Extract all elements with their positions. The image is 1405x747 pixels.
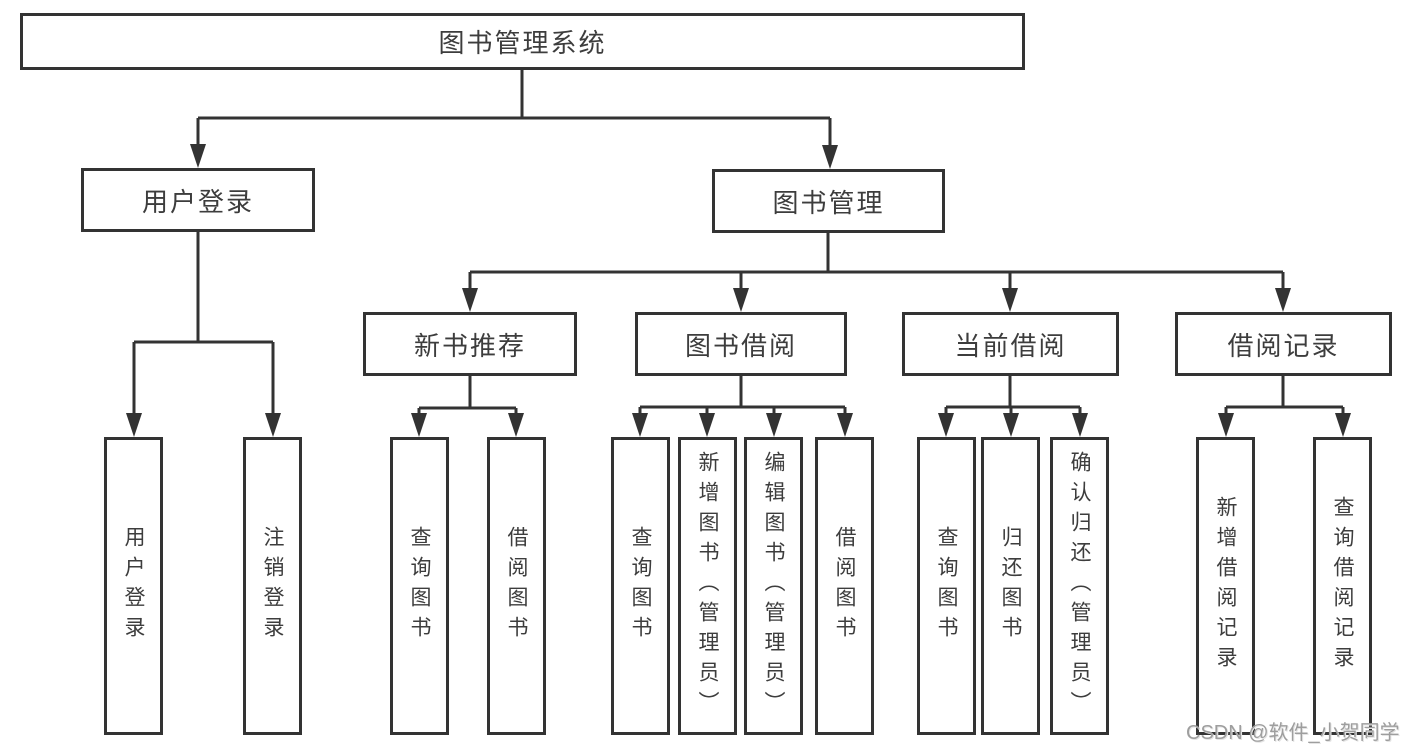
leaf-add-borrow-record-label: 新增借阅记录 — [1214, 496, 1237, 676]
arrow-down-icon — [1072, 413, 1088, 437]
node-root-label: 图书管理系统 — [438, 28, 607, 58]
leaf-borrow-books-label: 借阅图书 — [833, 526, 856, 646]
leaf-confirm-return-admin: 确认归还（管理员） — [1050, 437, 1109, 735]
leaf-newbook-borrow-books: 借阅图书 — [487, 437, 546, 735]
node-current-borrow: 当前借阅 — [902, 312, 1119, 376]
leaf-return-books: 归还图书 — [981, 437, 1040, 735]
arrow-down-icon — [1218, 413, 1234, 437]
node-book-mgmt: 图书管理 — [712, 169, 945, 233]
arrow-down-icon — [126, 413, 142, 437]
arrow-down-icon — [462, 288, 478, 312]
arrow-down-icon — [190, 144, 206, 168]
leaf-newbook-query-books: 查询图书 — [390, 437, 449, 735]
connector-current-borrow — [944, 376, 1082, 417]
node-book-borrow: 图书借阅 — [635, 312, 847, 376]
leaf-newbook-query-books-label: 查询图书 — [408, 526, 431, 646]
arrow-down-icon — [766, 413, 782, 437]
arrow-down-icon — [822, 145, 838, 169]
node-user-login: 用户登录 — [81, 168, 315, 232]
node-book-borrow-label: 图书借阅 — [684, 330, 797, 361]
arrow-down-icon — [411, 413, 427, 437]
node-new-book-rec-label: 新书推荐 — [413, 330, 526, 361]
node-borrow-records: 借阅记录 — [1175, 312, 1392, 376]
node-book-mgmt-label: 图书管理 — [772, 187, 885, 218]
connector-new-book — [417, 376, 518, 417]
leaf-user-login-label: 用户登录 — [122, 526, 145, 646]
watermark: CSDN @软件_小贺同学 — [1186, 722, 1400, 744]
node-borrow-records-label: 借阅记录 — [1227, 330, 1340, 361]
arrow-down-icon — [699, 413, 715, 437]
arrow-down-icon — [938, 413, 954, 437]
leaf-current-query-books-label: 查询图书 — [935, 526, 958, 646]
leaf-confirm-return-admin-label: 确认归还（管理员） — [1068, 451, 1091, 721]
connector-borrow-records — [1224, 376, 1345, 417]
node-new-book-rec: 新书推荐 — [363, 312, 577, 376]
arrow-down-icon — [1002, 288, 1018, 312]
leaf-add-books-admin: 新增图书（管理员） — [678, 437, 737, 735]
leaf-add-borrow-record: 新增借阅记录 — [1196, 437, 1255, 735]
leaf-newbook-borrow-books-label: 借阅图书 — [505, 526, 528, 646]
leaf-logout-label: 注销登录 — [261, 526, 284, 646]
arrow-down-icon — [1275, 288, 1291, 312]
leaf-query-borrow-record-label: 查询借阅记录 — [1331, 496, 1354, 676]
arrow-down-icon — [1003, 413, 1019, 437]
leaf-logout: 注销登录 — [243, 437, 302, 735]
connector-book-mgmt — [468, 233, 1285, 292]
arrow-down-icon — [733, 288, 749, 312]
node-current-borrow-label: 当前借阅 — [954, 330, 1067, 361]
arrow-down-icon — [265, 413, 281, 437]
arrow-down-icon — [837, 413, 853, 437]
connector-book-borrow — [638, 376, 847, 417]
node-root: 图书管理系统 — [20, 13, 1025, 70]
leaf-edit-books-admin-label: 编辑图书（管理员） — [762, 451, 785, 721]
arrow-down-icon — [632, 413, 648, 437]
leaf-borrow-books: 借阅图书 — [815, 437, 874, 735]
leaf-add-books-admin-label: 新增图书（管理员） — [696, 451, 719, 721]
leaf-user-login: 用户登录 — [104, 437, 163, 735]
leaf-borrow-query-books: 查询图书 — [611, 437, 670, 735]
arrowheads — [126, 144, 1351, 437]
leaf-return-books-label: 归还图书 — [999, 526, 1022, 646]
node-user-login-label: 用户登录 — [141, 186, 254, 217]
leaf-borrow-query-books-label: 查询图书 — [629, 526, 652, 646]
leaf-query-borrow-record: 查询借阅记录 — [1313, 437, 1372, 735]
connector-user-login — [132, 232, 275, 417]
arrow-down-icon — [1335, 413, 1351, 437]
leaf-edit-books-admin: 编辑图书（管理员） — [744, 437, 803, 735]
connector-root — [196, 70, 832, 149]
arrow-down-icon — [508, 413, 524, 437]
leaf-current-query-books: 查询图书 — [917, 437, 976, 735]
